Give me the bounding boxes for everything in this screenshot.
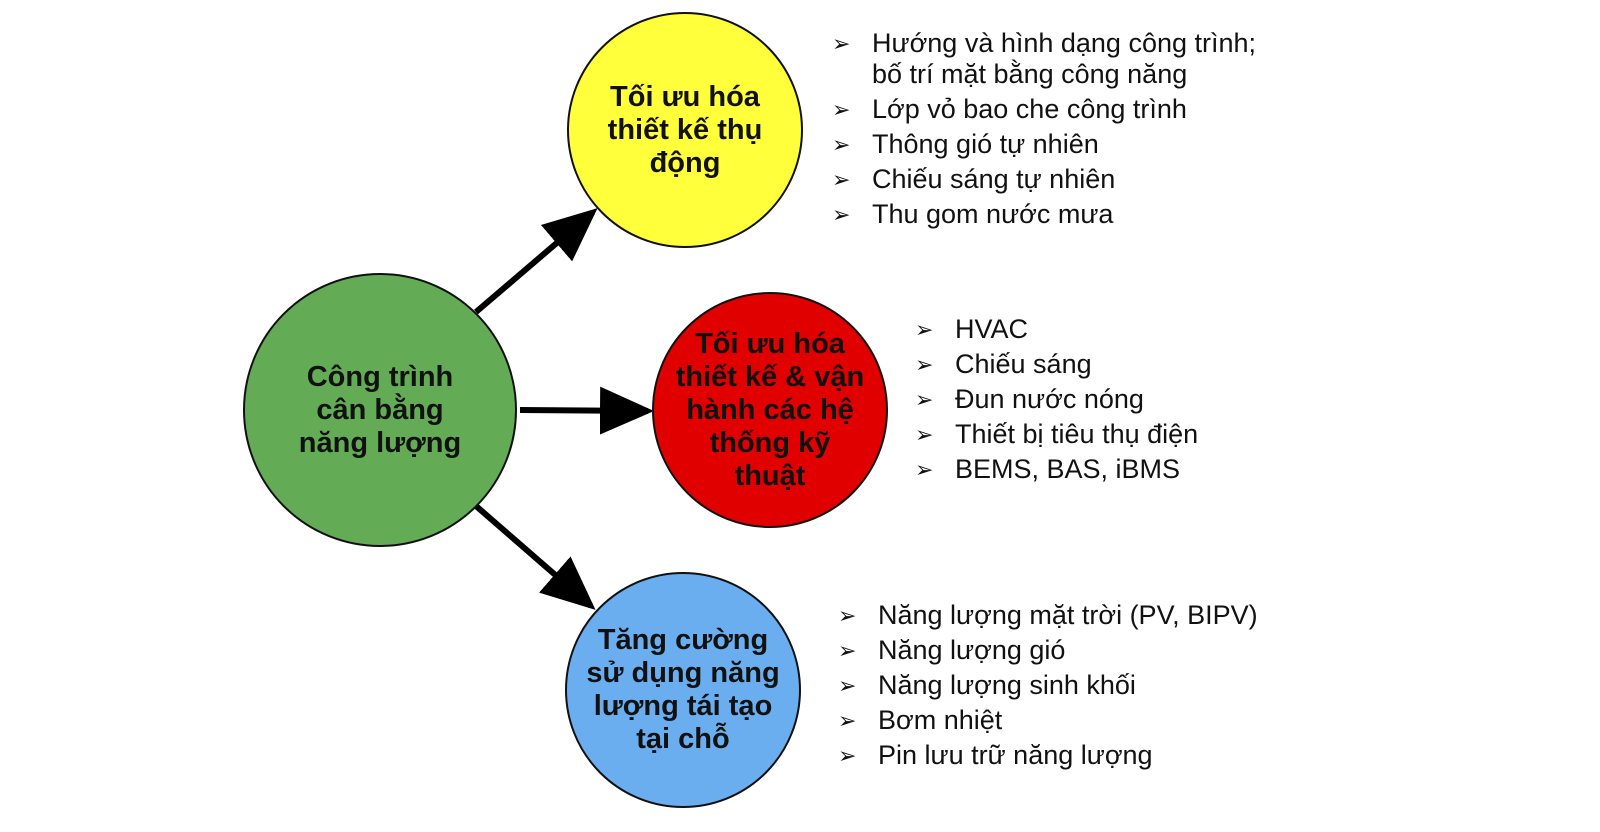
list-item: ➢ Lớp vỏ bao che công trình — [832, 94, 1292, 125]
arrow-right-icon: ➢ — [838, 673, 857, 698]
systems-design-circle — [652, 292, 888, 528]
arrow-right-icon: ➢ — [832, 167, 851, 192]
systems-design-label: Tối ưu hóa thiết kế & vận hành các hệ th… — [655, 320, 885, 500]
list-item-label: Đun nước nóng — [955, 384, 1144, 414]
arrow-right-icon: ➢ — [915, 422, 934, 447]
list-item: ➢ BEMS, BAS, iBMS — [915, 454, 1275, 485]
arrow-right-icon: ➢ — [915, 457, 934, 482]
list-item-label: Thu gom nước mưa — [872, 199, 1114, 229]
renewable-energy-circle — [565, 572, 801, 808]
list-item: ➢ Chiếu sáng tự nhiên — [832, 164, 1292, 195]
list-item: ➢ Hướng và hình dạng công trình; bố trí … — [832, 28, 1292, 90]
list-item-label: Bơm nhiệt — [878, 705, 1003, 735]
renewable-energy-label-text: Tăng cường sử dụng năng lượng tái tạo tạ… — [586, 624, 780, 755]
list-item: ➢ Thiết bị tiêu thụ điện — [915, 419, 1275, 450]
list-item-label: Lớp vỏ bao che công trình — [872, 94, 1187, 124]
list-item: ➢ Năng lượng mặt trời (PV, BIPV) — [838, 600, 1298, 631]
renewable-energy-list: ➢ Năng lượng mặt trời (PV, BIPV) ➢ Năng … — [838, 600, 1298, 775]
center-label-text: Công trình cân bằng năng lượng — [298, 360, 462, 459]
list-item-label: Pin lưu trữ năng lượng — [878, 740, 1153, 770]
list-item-label: Chiếu sáng tự nhiên — [872, 164, 1116, 194]
list-item-label: Chiếu sáng — [955, 349, 1092, 379]
arrow-right-icon: ➢ — [838, 603, 857, 628]
arrow-to-systems — [519, 386, 654, 435]
arrow-right-icon: ➢ — [838, 638, 857, 663]
systems-design-list: ➢ HVAC ➢ Chiếu sáng ➢ Đun nước nóng ➢ Th… — [915, 314, 1275, 489]
list-item: ➢ Pin lưu trữ năng lượng — [838, 740, 1298, 771]
arrow-right-icon: ➢ — [838, 708, 857, 733]
list-item: ➢ Bơm nhiệt — [838, 705, 1298, 736]
center-circle — [243, 273, 517, 547]
list-item: ➢ Thông gió tự nhiên — [832, 129, 1292, 160]
center-label: Công trình cân bằng năng lượng — [250, 300, 510, 520]
list-item-label: Năng lượng mặt trời (PV, BIPV) — [878, 600, 1258, 630]
list-item-label: Thiết bị tiêu thụ điện — [955, 419, 1199, 449]
passive-design-circle — [567, 12, 803, 248]
arrow-right-icon: ➢ — [832, 202, 851, 227]
arrow-right-icon: ➢ — [915, 317, 934, 342]
list-item: ➢ Năng lượng sinh khối — [838, 670, 1298, 701]
passive-design-list: ➢ Hướng và hình dạng công trình; bố trí … — [832, 28, 1292, 234]
arrow-right-icon: ➢ — [832, 97, 851, 122]
renewable-energy-label: Tăng cường sử dụng năng lượng tái tạo tạ… — [568, 605, 798, 775]
arrow-right-icon: ➢ — [832, 132, 851, 157]
list-item: ➢ HVAC — [915, 314, 1275, 345]
list-item-label: HVAC — [955, 314, 1029, 344]
list-item: ➢ Chiếu sáng — [915, 349, 1275, 380]
passive-design-label: Tối ưu hóa thiết kế thụ động — [580, 55, 790, 205]
list-item-label: Năng lượng gió — [878, 635, 1066, 665]
arrow-right-icon: ➢ — [915, 352, 934, 377]
list-item-label: Thông gió tự nhiên — [872, 129, 1099, 159]
arrow-right-icon: ➢ — [832, 31, 851, 56]
arrow-right-icon: ➢ — [915, 387, 934, 412]
list-item: ➢ Đun nước nóng — [915, 384, 1275, 415]
arrow-to-passive — [474, 208, 598, 315]
list-item-label: Năng lượng sinh khối — [878, 670, 1136, 700]
list-item: ➢ Thu gom nước mưa — [832, 199, 1292, 230]
list-item-label: Hướng và hình dạng công trình; bố trí mặ… — [872, 28, 1257, 89]
arrow-to-renewable — [474, 503, 596, 610]
passive-design-label-text: Tối ưu hóa thiết kế thụ động — [607, 80, 763, 179]
list-item-label: BEMS, BAS, iBMS — [955, 454, 1181, 484]
arrow-right-icon: ➢ — [838, 743, 857, 768]
list-item: ➢ Năng lượng gió — [838, 635, 1298, 666]
systems-design-label-text: Tối ưu hóa thiết kế & vận hành các hệ th… — [675, 327, 865, 492]
